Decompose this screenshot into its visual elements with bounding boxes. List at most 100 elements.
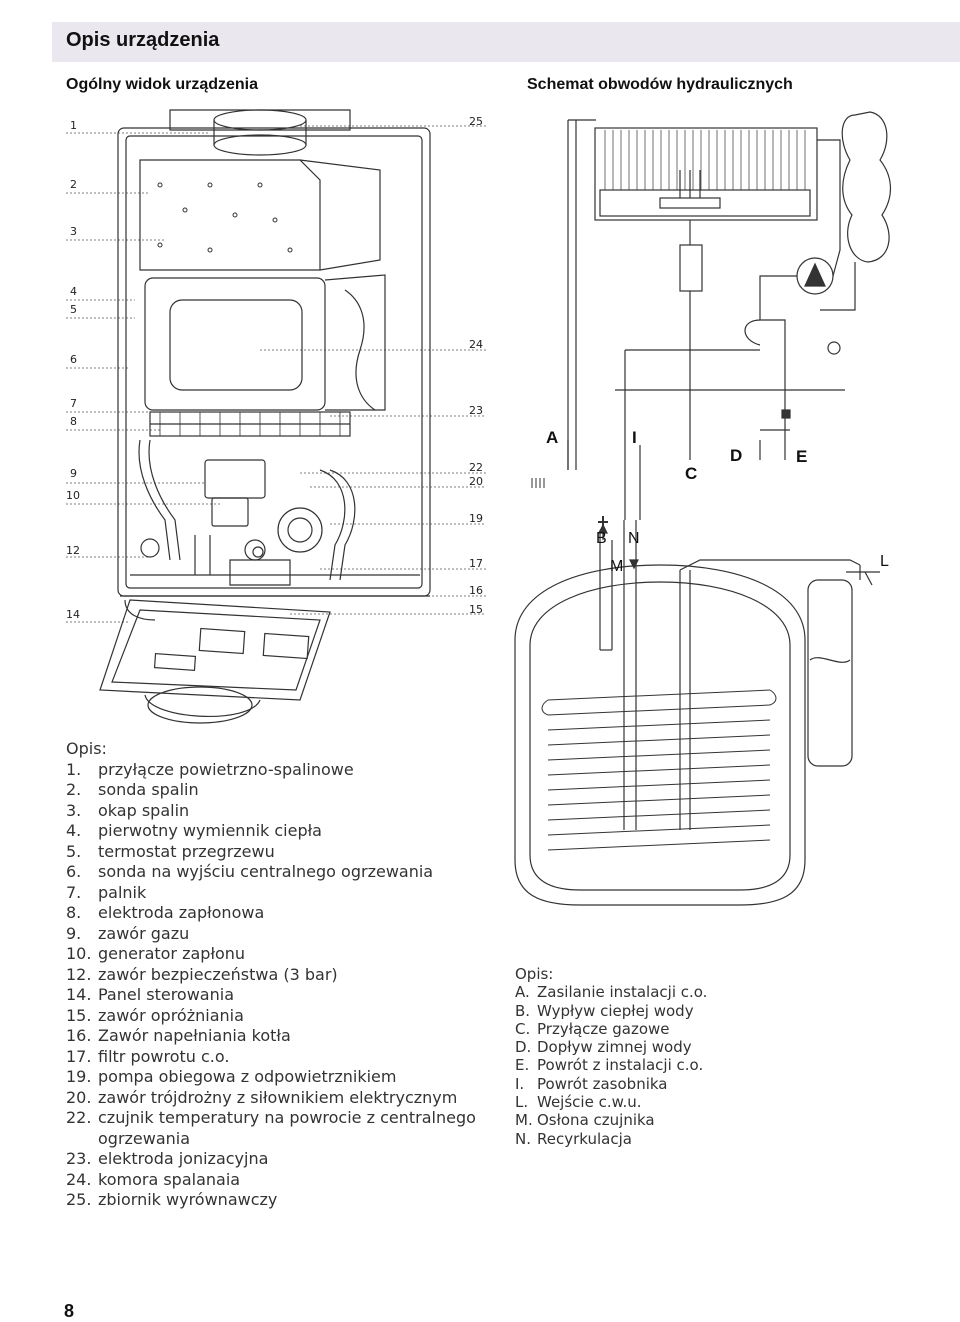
legend-item-text: Osłona czujnika — [537, 1111, 655, 1130]
legend-item-number: 14. — [66, 985, 92, 1004]
callout-2: 2 — [70, 178, 77, 191]
legend-item-number: 5. — [66, 841, 82, 861]
legend-item: 20. zawór trójdrożny z siłownikiem elektr… — [66, 1088, 496, 1109]
legend-item: E.Powrót z instalacji c.o. — [515, 1056, 775, 1074]
label-l: L — [880, 553, 889, 570]
label-a: A — [546, 428, 559, 447]
legend-item-text: zawór opróżniania — [98, 1005, 244, 1025]
legend-item-number: 19. — [66, 1067, 92, 1086]
legend-item: 7. palnik — [66, 883, 496, 904]
general-view-title: Ogólny widok urządzenia — [66, 76, 259, 93]
legend-item-number: 12. — [66, 964, 92, 984]
legend-item-number: 2. — [66, 780, 82, 799]
legend-item-text: termostat przegrzewu — [98, 841, 275, 861]
legend-item-number: N. — [515, 1129, 531, 1148]
label-b: B — [596, 530, 607, 547]
callout-4: 4 — [70, 285, 77, 298]
legend-item-number: I. — [515, 1074, 525, 1093]
legend-item-text: Przyłącze gazowe — [537, 1019, 670, 1038]
header-band — [52, 22, 960, 62]
legend-item-number: 20. — [66, 1087, 92, 1107]
callout-12: 12 — [66, 544, 80, 557]
callout-22: 22 — [469, 461, 483, 474]
legend-item-number: 3. — [66, 800, 82, 820]
legend-item: 22. czujnik temperatury na powrocie z cen… — [66, 1108, 496, 1149]
legend-item: 5. termostat przegrzewu — [66, 842, 496, 863]
legend-left-heading: Opis: — [66, 739, 107, 758]
legend-item: L.Wejście c.w.u. — [515, 1093, 775, 1111]
legend-item-number: 7. — [66, 882, 82, 902]
page-number: 8 — [64, 1301, 75, 1321]
legend-item: 19. pompa obiegowa z odpowietrznikiem — [66, 1067, 496, 1088]
legend-item-text: czujnik temperatury na powrocie z centra… — [98, 1108, 476, 1148]
legend-right-list: A.Zasilanie instalacji c.o.B.Wypływ ciep… — [515, 983, 775, 1148]
legend-item-number: 23. — [66, 1149, 92, 1168]
page-title: Opis urządzenia — [66, 29, 220, 51]
legend-item: 14. Panel sterowania — [66, 985, 496, 1006]
legend-item-text: Wejście c.w.u. — [537, 1093, 642, 1112]
legend-item-number: 8. — [66, 903, 82, 922]
legend-item-number: 10. — [66, 944, 92, 963]
legend-item: 12. zawór bezpieczeństwa (3 bar) — [66, 965, 496, 986]
callout-19: 19 — [469, 512, 483, 525]
callout-25: 25 — [469, 115, 483, 128]
legend-item-number: E. — [515, 1056, 530, 1075]
label-i: I — [632, 428, 637, 447]
legend-item-number: 4. — [66, 821, 82, 840]
legend-item: I. Powrót zasobnika — [515, 1075, 775, 1093]
legend-item-text: przyłącze powietrzno-spalinowe — [98, 759, 354, 779]
callout-1: 1 — [70, 119, 77, 132]
callout-8: 8 — [70, 415, 77, 428]
legend-item: 24.komora spalanaia — [66, 1170, 496, 1191]
legend-item: 17. filtr powrotu c.o. — [66, 1047, 496, 1068]
legend-item: N. Recyrkulacja — [515, 1130, 775, 1148]
callout-5: 5 — [70, 303, 77, 316]
legend-item-number: 22. — [66, 1108, 92, 1127]
callout-3: 3 — [70, 225, 77, 238]
callout-15: 15 — [469, 603, 483, 616]
legend-item-text: elektroda jonizacyjna — [98, 1149, 269, 1168]
label-m: M — [610, 558, 624, 575]
legend-item: D.Dopływ zimnej wody — [515, 1038, 775, 1056]
callout-16: 16 — [469, 584, 483, 597]
legend-item-number: 9. — [66, 923, 82, 943]
legend-item-text: pompa obiegowa z odpowietrznikiem — [98, 1067, 397, 1086]
legend-item-text: pierwotny wymiennik ciepła — [98, 821, 322, 840]
legend-item-number: 24. — [66, 1169, 92, 1189]
label-d: D — [730, 446, 743, 465]
legend-item: A.Zasilanie instalacji c.o. — [515, 983, 775, 1001]
legend-item-number: C. — [515, 1019, 531, 1038]
legend-item: M.Osłona czujnika — [515, 1111, 775, 1129]
legend-item-number: 17. — [66, 1046, 92, 1066]
legend-item-number: 16. — [66, 1026, 92, 1045]
legend-item: 2.sonda spalin — [66, 780, 496, 801]
callout-24: 24 — [469, 338, 483, 351]
legend-item-text: zawór bezpieczeństwa (3 bar) — [98, 964, 338, 984]
legend-item: 10.generator zapłonu — [66, 944, 496, 965]
legend-item-text: Panel sterowania — [98, 985, 234, 1004]
legend-item-number: A. — [515, 983, 530, 1002]
legend-item-text: zbiornik wyrównawczy — [98, 1190, 278, 1209]
legend-item-text: Recyrkulacja — [537, 1129, 632, 1148]
legend-right-heading: Opis: — [515, 965, 554, 983]
legend-item-text: elektroda zapłonowa — [98, 903, 265, 922]
callout-9: 9 — [70, 467, 77, 480]
label-c: C — [685, 464, 698, 483]
legend-item-text: palnik — [98, 882, 147, 902]
legend-item: 25.zbiornik wyrównawczy — [66, 1190, 496, 1211]
legend-item: 1.przyłącze powietrzno-spalinowe — [66, 760, 496, 781]
legend-item-text: filtr powrotu c.o. — [98, 1046, 230, 1066]
callout-10: 10 — [66, 489, 80, 502]
label-n: N — [628, 530, 640, 547]
hydraulic-scheme-title: Schemat obwodów hydraulicznych — [527, 76, 793, 93]
legend-item-text: zawór gazu — [98, 923, 190, 943]
legend-item-number: M. — [515, 1111, 533, 1130]
legend-item-number: B. — [515, 1001, 531, 1020]
legend-item-text: Powrót zasobnika — [537, 1074, 668, 1093]
callout-20: 20 — [469, 475, 483, 488]
legend-item-text: zawór trójdrożny z siłownikiem elektrycz… — [98, 1087, 458, 1107]
legend-item: 23. elektroda jonizacyjna — [66, 1149, 496, 1170]
